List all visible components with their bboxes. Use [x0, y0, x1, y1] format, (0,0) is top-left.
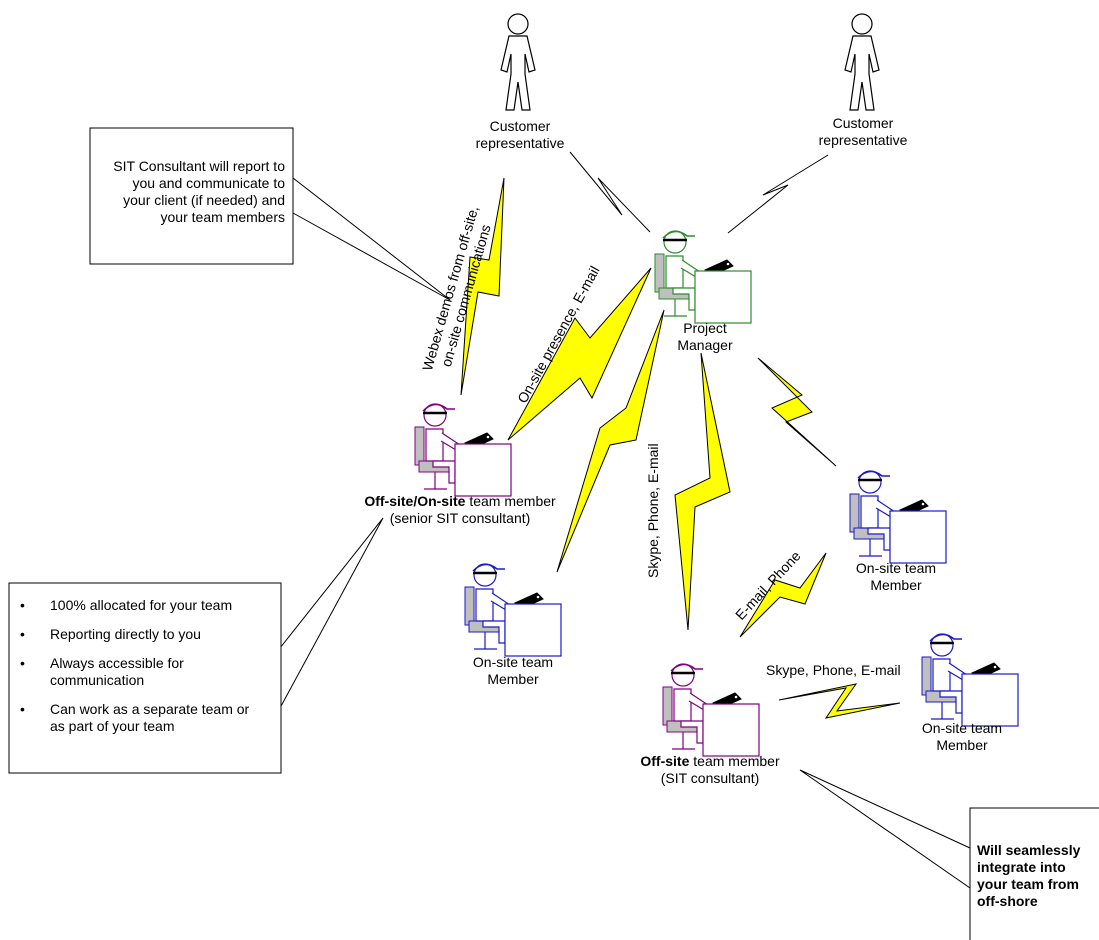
bullet-item: Always accessible for communication: [10, 655, 280, 689]
customer-left-label: Customer representative: [475, 118, 565, 151]
customer-right-figure: [844, 13, 880, 111]
bolt-webex: [460, 177, 505, 396]
desk: [454, 443, 512, 497]
bolt-email-phone: [739, 552, 827, 638]
bottom-right-callout-pointer: [799, 769, 971, 889]
chair-back: [921, 656, 932, 696]
bullet-item: 100% allocated for your team: [10, 597, 280, 614]
bottom-left-callout-pointer: [279, 517, 384, 709]
onsite-left-workstation: [464, 563, 562, 657]
person-torso: [673, 688, 692, 722]
offsite-consultant-label-line2: (SIT consultant): [660, 770, 760, 786]
bolt-skype-vertical: [674, 352, 731, 631]
chair-back: [464, 586, 475, 626]
offsite-consultant-workstation: [662, 663, 760, 757]
desk: [504, 603, 562, 657]
connections: [569, 151, 829, 234]
bottom-right-callout-box: [969, 807, 1099, 940]
chair-back: [849, 493, 860, 533]
bullet-item: Can work as a separate team or as part o…: [10, 701, 280, 735]
laptop-led: [921, 502, 925, 506]
customer-left-figure: [500, 13, 536, 111]
offsite-consultant-label: Off-site team member (SIT consultant): [610, 753, 810, 787]
person-cap: [422, 403, 455, 412]
bottom-left-bullet-list: 100% allocated for your team Reporting d…: [10, 597, 280, 735]
bolt-pm-onsite-left: [556, 309, 665, 573]
bolt-onsite-email: [507, 267, 652, 441]
desk: [694, 270, 752, 324]
callout-pointers: [279, 177, 971, 889]
senior-consultant-label-bold: Off-site/On-site: [364, 493, 466, 509]
skype-horizontal-link-label: Skype, Phone, E-mail: [766, 662, 901, 678]
senior-consultant-label-line2: (senior SIT consultant): [389, 510, 531, 526]
project-manager-workstation: [654, 230, 752, 324]
lightning-bolts: [460, 177, 901, 719]
bullet-item: Reporting directly to you: [10, 626, 280, 643]
person-torso: [932, 658, 951, 692]
offsite-consultant-label-bold: Off-site: [640, 753, 690, 769]
top-left-callout-pointer: [292, 177, 451, 301]
person-torso: [425, 428, 444, 462]
link-customer-left-pm: [569, 151, 651, 233]
top-left-callout-text: SIT Consultant will report to you and co…: [113, 158, 285, 225]
laptop-led: [993, 665, 997, 669]
offsite-consultant-label-rest: team member: [689, 753, 780, 769]
person-cap: [929, 633, 962, 642]
onsite-right-label: On-site team Member: [855, 560, 937, 593]
onsite-left-label: On-site team Member: [472, 654, 554, 687]
chair-back: [414, 426, 425, 466]
senior-consultant-label: Off-site/On-site team member (senior SIT…: [340, 493, 580, 527]
onsite-bottom-workstation: [921, 633, 1019, 727]
customer-right-label: Customer representative: [818, 115, 908, 148]
senior-consultant-label-rest: team member: [465, 493, 556, 509]
person-torso: [860, 495, 879, 529]
laptop-led: [486, 435, 490, 439]
laptop-led: [734, 695, 738, 699]
bolt-skype-horizontal: [778, 683, 901, 719]
person-cap: [670, 663, 703, 672]
onsite-bottom-label: On-site team Member: [921, 720, 1003, 753]
chair-back: [654, 253, 665, 293]
skype-vertical-link-label: Skype, Phone, E-mail: [645, 443, 661, 578]
chair-back: [662, 686, 673, 726]
link-customer-right-pm: [727, 154, 829, 234]
person-torso: [665, 255, 684, 289]
bottom-left-callout-text: 100% allocated for your team Reporting d…: [10, 597, 280, 747]
person-cap: [857, 470, 890, 479]
bottom-right-callout-text: Will seamlessly integrate into your team…: [977, 842, 1081, 909]
desk: [702, 703, 760, 757]
onsite-right-workstation: [849, 470, 947, 564]
person-torso: [475, 588, 494, 622]
laptop-led: [536, 595, 540, 599]
desk: [889, 510, 947, 564]
senior-consultant-workstation: [414, 403, 512, 497]
person-cap: [662, 230, 695, 239]
project-manager-label: Project Manager: [677, 320, 733, 353]
person-cap: [472, 563, 505, 572]
desk: [961, 673, 1019, 727]
laptop-led: [726, 262, 730, 266]
top-left-callout-box: [89, 127, 294, 265]
bolt-pm-onsite-right: [757, 357, 837, 467]
